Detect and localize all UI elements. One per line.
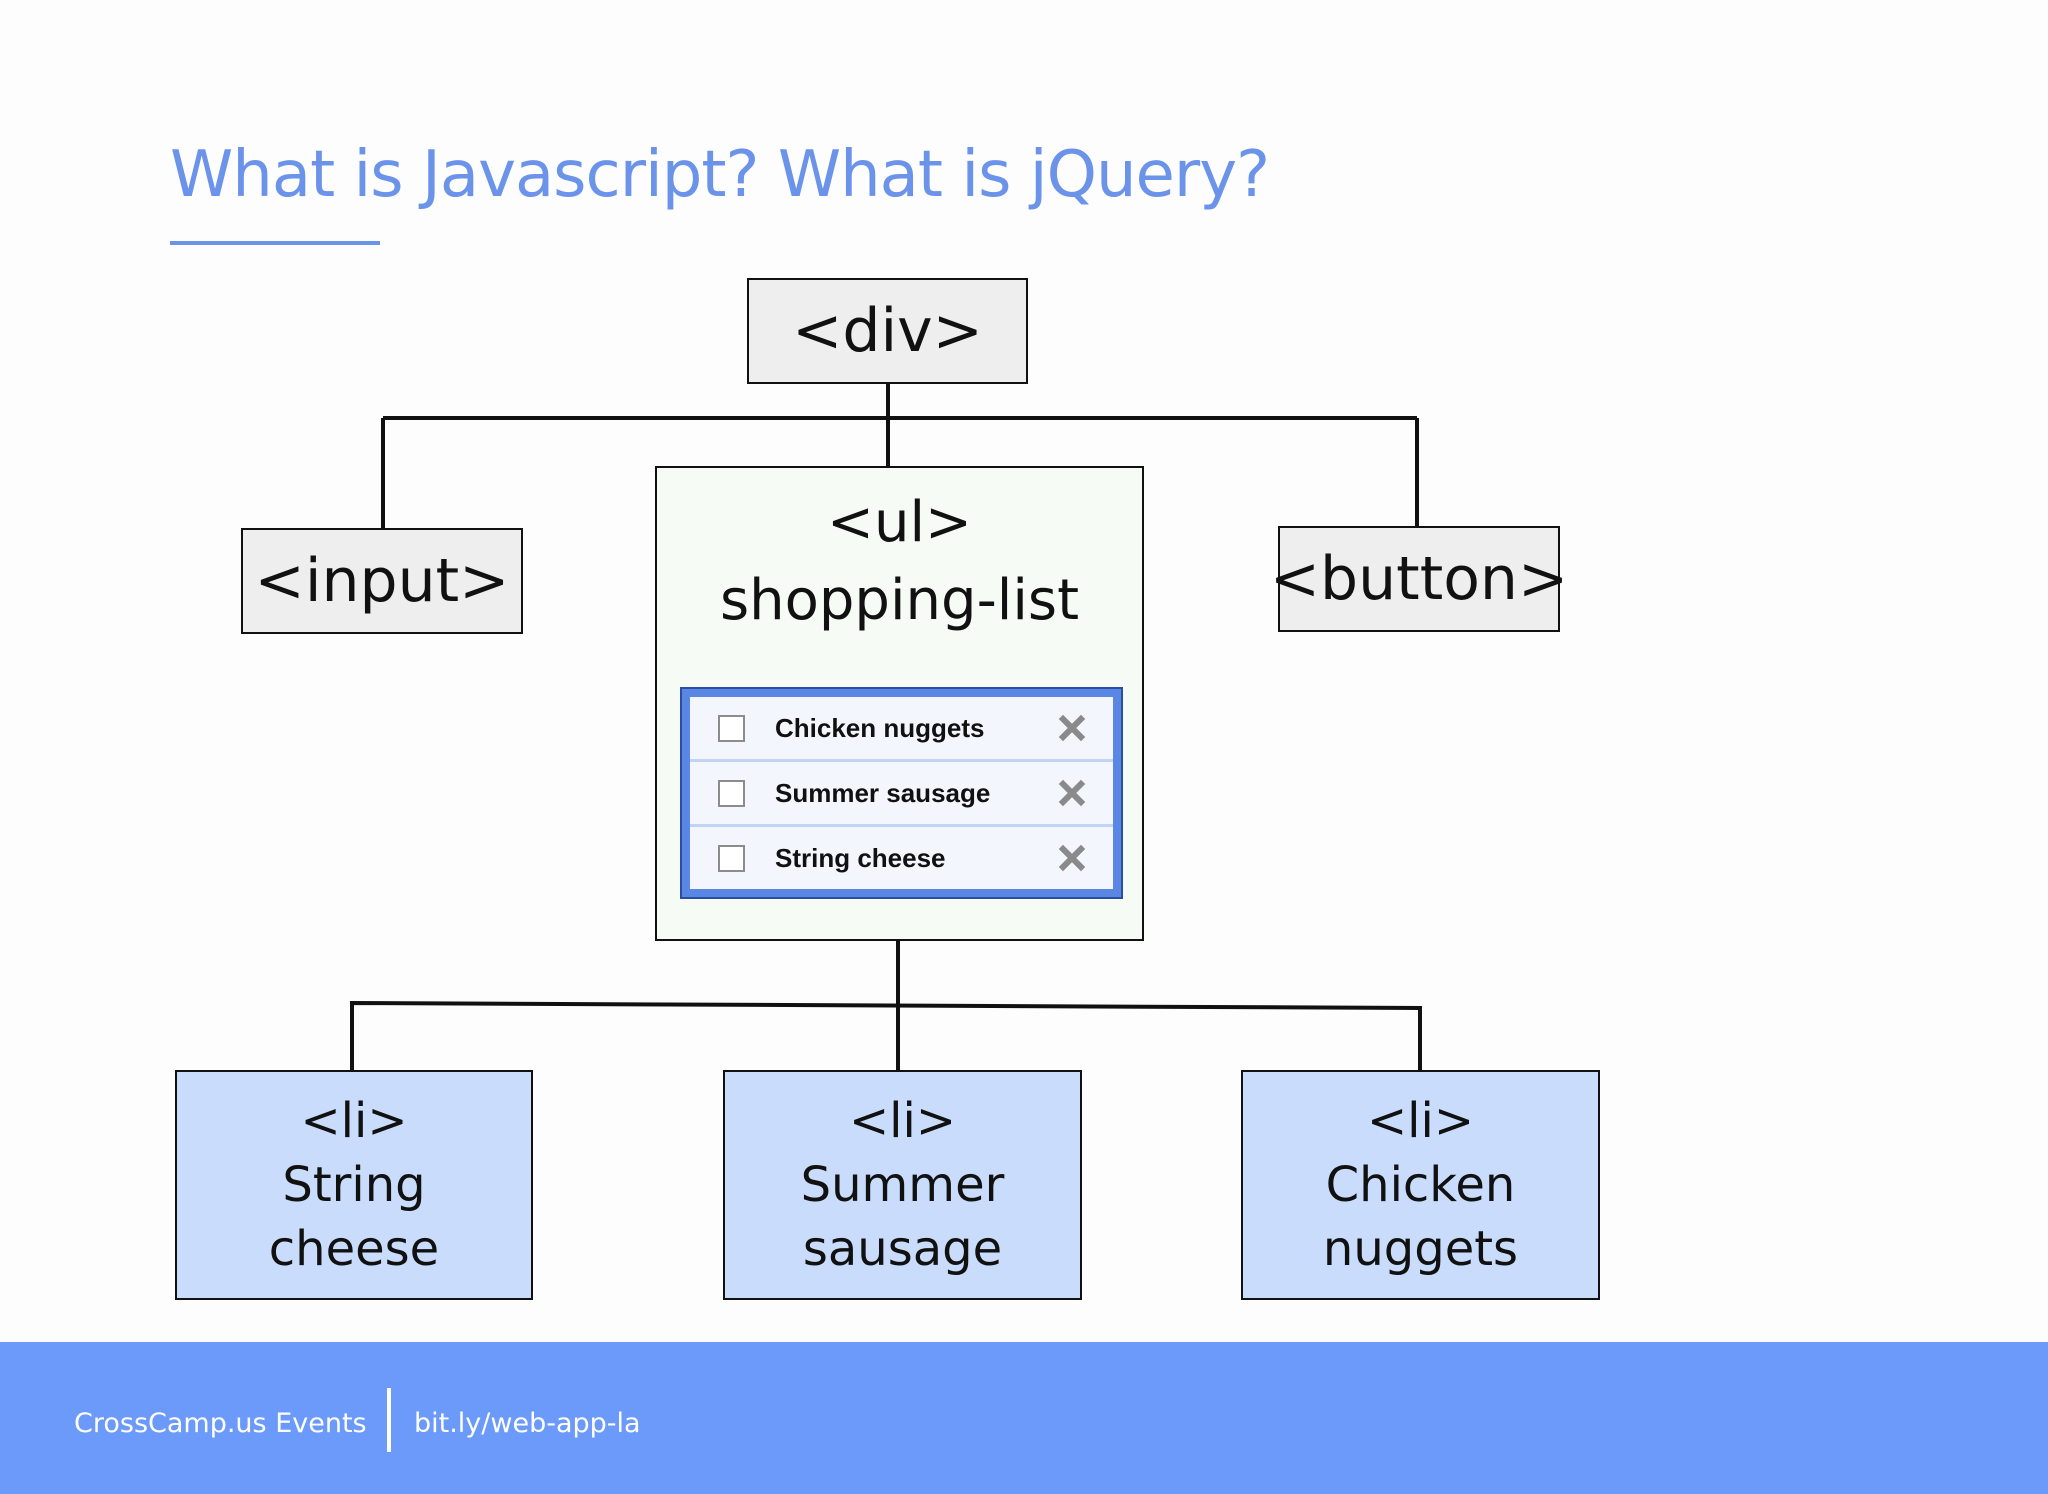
li-node-tag: <li> bbox=[300, 1093, 408, 1149]
list-item: String cheese bbox=[690, 827, 1113, 889]
li-node-tag: <li> bbox=[848, 1093, 957, 1149]
li-node-line1: Summer bbox=[800, 1157, 1005, 1213]
li-node-tag: <li> bbox=[1366, 1093, 1475, 1149]
ul-node-name: shopping-list bbox=[719, 568, 1080, 633]
x-icon[interactable] bbox=[1057, 778, 1087, 808]
connector-bottom-bar bbox=[350, 1000, 1422, 1070]
li-node-chicken-nuggets: <li> Chicken nuggets bbox=[1241, 1070, 1600, 1300]
list-item: Summer sausage bbox=[690, 762, 1113, 824]
list-item-label: Summer sausage bbox=[775, 777, 991, 808]
footer-org: CrossCamp.us Events bbox=[74, 1408, 367, 1439]
li-node-summer-sausage: <li> Summer sausage bbox=[723, 1070, 1082, 1300]
input-node: <input> bbox=[241, 528, 523, 634]
x-icon[interactable] bbox=[1057, 713, 1087, 743]
checkbox-icon[interactable] bbox=[718, 844, 745, 872]
slide-title: What is Javascript? What is jQuery? bbox=[170, 138, 1270, 212]
ul-node-tag: <ul> bbox=[827, 490, 972, 555]
list-item-label: Chicken nuggets bbox=[775, 712, 985, 743]
footer-link[interactable]: bit.ly/web-app-la bbox=[414, 1408, 641, 1439]
li-node-line1: Chicken bbox=[1325, 1157, 1516, 1213]
x-icon[interactable] bbox=[1057, 843, 1087, 873]
li-node-line2: nuggets bbox=[1322, 1221, 1519, 1277]
shopping-list-widget: Chicken nuggets Summer sausage String ch… bbox=[680, 687, 1123, 899]
li-node-line2: sausage bbox=[802, 1221, 1003, 1277]
div-node-label: <div> bbox=[792, 296, 983, 366]
title-underline bbox=[170, 241, 380, 245]
li-node-string-cheese: <li> String cheese bbox=[175, 1070, 533, 1300]
list-item: Chicken nuggets bbox=[690, 697, 1113, 759]
checkbox-icon[interactable] bbox=[718, 714, 745, 742]
shopping-list-inner: Chicken nuggets Summer sausage String ch… bbox=[690, 697, 1113, 889]
li-node-line1: String bbox=[282, 1157, 426, 1213]
li-node-line2: cheese bbox=[268, 1221, 440, 1277]
div-node: <div> bbox=[747, 278, 1028, 384]
button-node: <button> bbox=[1270, 526, 1568, 632]
footer-divider bbox=[387, 1388, 391, 1452]
checkbox-icon[interactable] bbox=[718, 779, 745, 807]
list-item-label: String cheese bbox=[775, 842, 946, 873]
button-node-label: <button> bbox=[1269, 544, 1569, 614]
input-node-label: <input> bbox=[254, 546, 510, 616]
tree-connectors bbox=[350, 383, 1422, 1070]
footer: CrossCamp.us Events bit.ly/web-app-la bbox=[0, 1342, 2048, 1494]
